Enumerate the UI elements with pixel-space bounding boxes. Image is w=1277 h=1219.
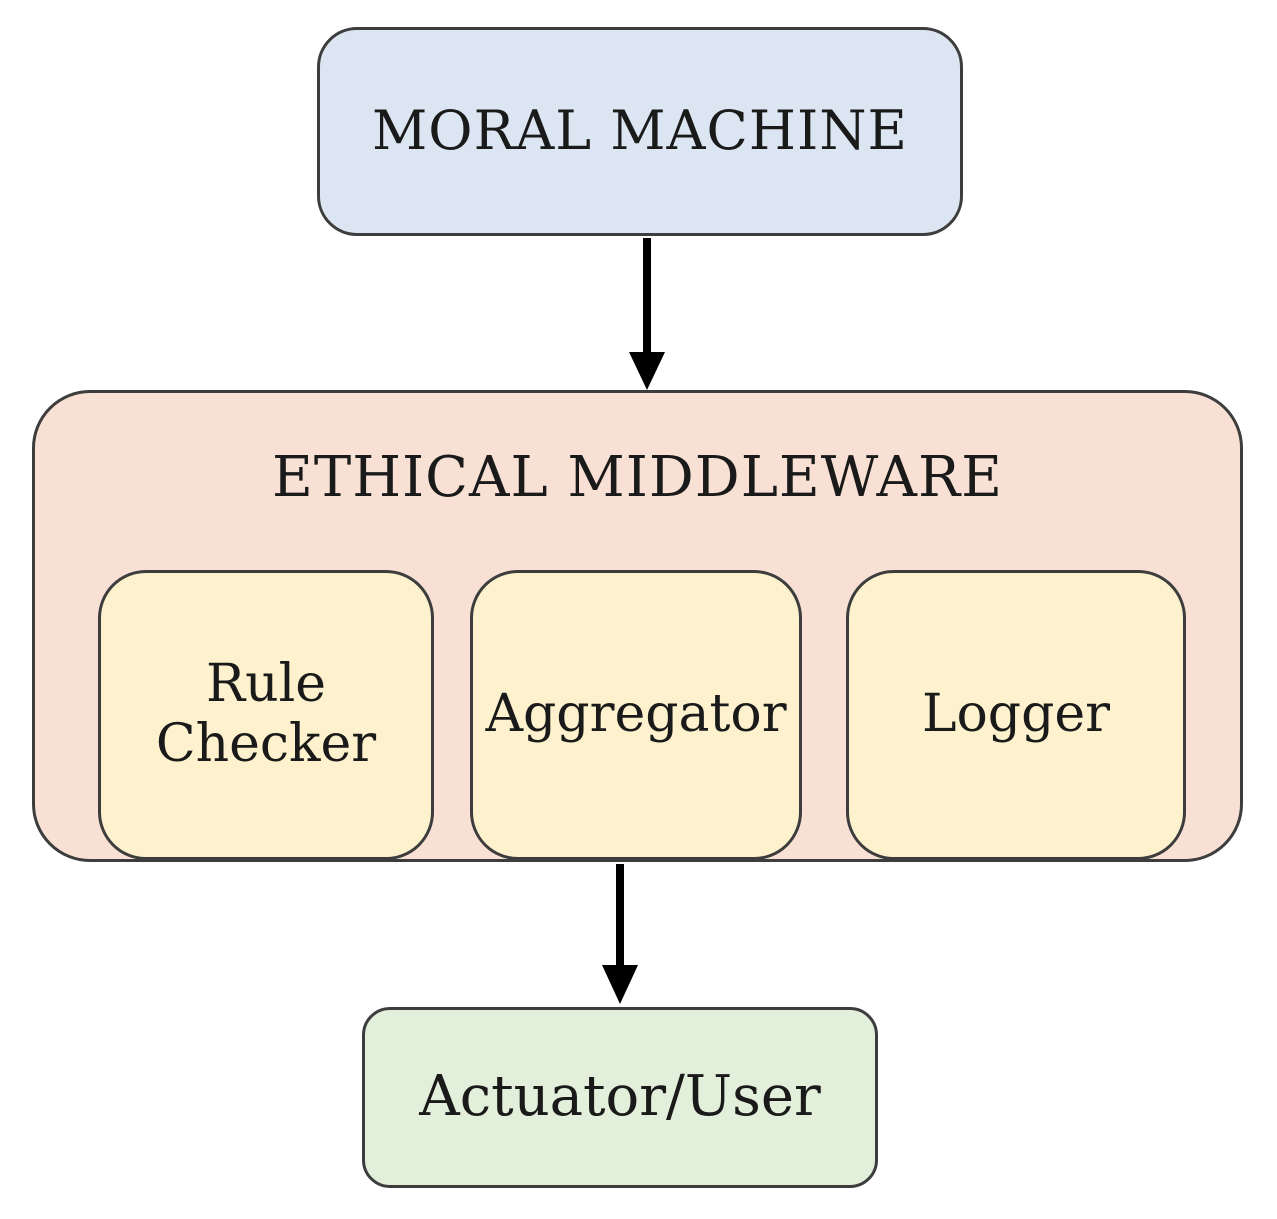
rule-checker-label: Rule Checker (155, 654, 377, 774)
arrow-middleware-to-actuator (602, 864, 638, 1004)
logger-label: Logger (921, 684, 1111, 745)
ethical-middleware-label: ETHICAL MIDDLEWARE (271, 445, 1004, 510)
logger-node: Logger (846, 570, 1186, 860)
aggregator-label: Aggregator (485, 684, 787, 745)
moral-machine-label: MORAL MACHINE (372, 99, 908, 163)
ethical-middleware-node: ETHICAL MIDDLEWARE Rule Checker Aggregat… (32, 390, 1243, 862)
arrow-moral-machine-to-middleware (629, 238, 665, 390)
aggregator-node: Aggregator (470, 570, 802, 860)
actuator-user-node: Actuator/User (362, 1007, 878, 1188)
actuator-user-label: Actuator/User (419, 1064, 821, 1130)
moral-machine-node: MORAL MACHINE (317, 27, 963, 236)
rule-checker-node: Rule Checker (98, 570, 434, 860)
